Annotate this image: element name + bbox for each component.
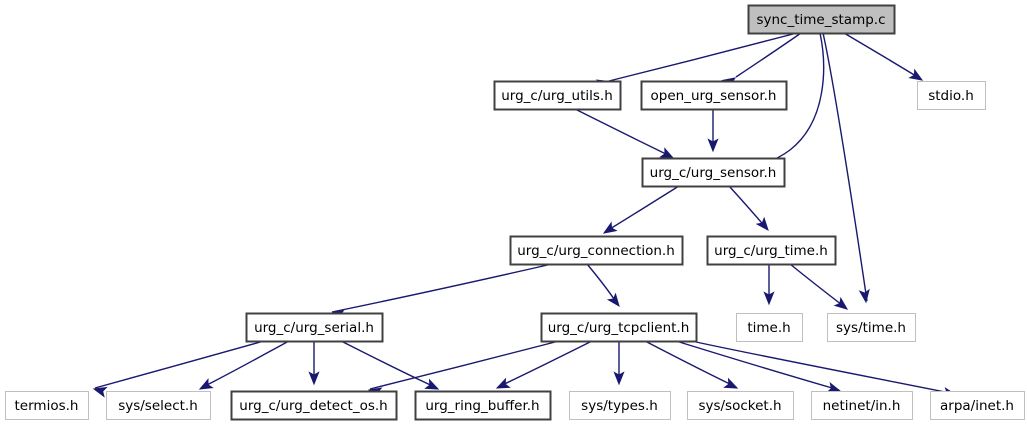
edge-urg_time_h-to-sys_time_h	[789, 263, 849, 310]
node-sys_types_h[interactable]: sys/types.h	[569, 391, 671, 420]
node-rect[interactable]	[106, 391, 211, 420]
edge-urg_tcpclient_h-to-sys_types_h	[613, 341, 625, 386]
node-arpa_inet_h[interactable]: arpa/inet.h	[930, 391, 1025, 420]
edge-urg_tcpclient_h-to-sys_socket_h	[644, 340, 739, 389]
node-termios_h[interactable]: termios.h	[5, 391, 89, 420]
edge-urg_tcpclient_h-to-arpa_inet_h	[695, 341, 958, 399]
arrowhead	[92, 386, 108, 398]
node-urg_ring_buffer_h[interactable]: urg_ring_buffer.h	[414, 390, 552, 421]
arrowhead	[755, 216, 769, 232]
node-label: open_urg_sensor.h	[651, 88, 777, 104]
arrowhead	[606, 292, 620, 308]
node-rect[interactable]	[493, 80, 622, 111]
arrowhead	[908, 68, 924, 81]
node-label: stdio.h	[928, 88, 974, 104]
node-rect[interactable]	[245, 312, 384, 343]
arrowhead	[763, 291, 775, 306]
edge-sync_time_stamp_c-to-stdio_h	[843, 32, 924, 81]
node-label: urg_c/urg_time.h	[714, 243, 828, 259]
node-layer: sync_time_stamp.c urg_c/urg_utils.h open_u…	[5, 4, 1025, 421]
arrowhead	[198, 378, 214, 390]
node-sync_time_stamp_c[interactable]: sync_time_stamp.c	[747, 4, 896, 35]
node-label: urg_c/urg_sensor.h	[650, 165, 777, 181]
edge-urg_sensor_h-to-urg_connection_h	[602, 185, 680, 234]
node-label: urg_c/urg_utils.h	[501, 88, 613, 104]
arrowhead	[833, 296, 849, 310]
node-label: urg_c/urg_detect_os.h	[239, 398, 387, 414]
arrowhead	[707, 138, 719, 153]
arrowhead	[613, 371, 625, 386]
node-label: netinet/in.h	[823, 398, 901, 414]
node-label: sync_time_stamp.c	[756, 12, 885, 28]
edge-urg_tcpclient_h-to-urg_ring_buffer_h	[495, 340, 593, 389]
node-label: urg_c/urg_connection.h	[517, 243, 675, 259]
edge-sync_time_stamp_c-to-sys_time_h	[822, 32, 870, 304]
arrowhead	[723, 377, 739, 389]
node-rect[interactable]	[569, 391, 671, 420]
arrowhead	[495, 377, 511, 389]
node-label: sys/types.h	[581, 398, 658, 414]
node-rect[interactable]	[811, 391, 913, 420]
node-label: urg_ring_buffer.h	[425, 398, 539, 414]
node-rect[interactable]	[414, 390, 552, 421]
node-sys_select_h[interactable]: sys/select.h	[106, 391, 211, 420]
node-urg_detect_os_h[interactable]: urg_c/urg_detect_os.h	[230, 390, 398, 421]
node-label: urg_c/urg_tcpclient.h	[548, 320, 690, 336]
node-urg_utils_h[interactable]: urg_c/urg_utils.h	[493, 80, 622, 111]
edge-urg_sensor_h-to-urg_time_h	[728, 185, 769, 232]
node-label: sys/socket.h	[698, 398, 781, 414]
arrowhead	[659, 147, 675, 159]
edge-urg_time_h-to-time_h	[763, 263, 775, 306]
node-label: sys/time.h	[836, 320, 906, 336]
arrowhead	[858, 288, 870, 304]
node-rect[interactable]	[540, 312, 698, 343]
node-rect[interactable]	[687, 391, 794, 420]
node-rect[interactable]	[509, 235, 684, 266]
node-label: time.h	[747, 320, 790, 336]
arrowhead	[424, 378, 440, 390]
node-time_h[interactable]: time.h	[736, 313, 803, 342]
edge-open_urg_sensor_h-to-urg_sensor_h	[707, 109, 719, 153]
node-rect[interactable]	[747, 4, 896, 35]
node-rect[interactable]	[917, 81, 986, 110]
edge-urg_serial_h-to-sys_select_h	[198, 340, 290, 390]
node-label: termios.h	[15, 398, 79, 414]
node-rect[interactable]	[230, 390, 398, 421]
node-urg_sensor_h[interactable]: urg_c/urg_sensor.h	[641, 157, 786, 188]
node-rect[interactable]	[827, 313, 916, 342]
node-rect[interactable]	[640, 80, 788, 111]
edge-urg_serial_h-to-urg_detect_os_h	[308, 341, 320, 386]
node-rect[interactable]	[930, 391, 1025, 420]
edge-urg_serial_h-to-termios_h	[92, 340, 265, 398]
node-label: sys/select.h	[118, 398, 198, 414]
edge-urg_tcpclient_h-to-netinet_in_h	[675, 340, 842, 393]
arrowhead	[602, 221, 618, 234]
edge-urg_connection_h-to-urg_tcpclient_h	[586, 263, 620, 308]
node-urg_serial_h[interactable]: urg_c/urg_serial.h	[245, 312, 384, 343]
node-urg_time_h[interactable]: urg_c/urg_time.h	[706, 235, 837, 266]
node-rect[interactable]	[706, 235, 837, 266]
edge-urg_utils_h-to-urg_sensor_h	[574, 108, 675, 159]
edge-layer	[92, 32, 958, 399]
node-netinet_in_h[interactable]: netinet/in.h	[811, 391, 913, 420]
node-rect[interactable]	[641, 157, 786, 188]
node-rect[interactable]	[736, 313, 803, 342]
arrowhead	[308, 371, 320, 386]
node-sys_time_h[interactable]: sys/time.h	[827, 313, 916, 342]
edge-sync_time_stamp_c-to-open_urg_sensor_h	[721, 32, 802, 90]
edge-sync_time_stamp_c-to-urg_utils_h	[595, 32, 798, 91]
node-sys_socket_h[interactable]: sys/socket.h	[687, 391, 794, 420]
edge-urg_connection_h-to-urg_serial_h	[329, 263, 553, 322]
node-urg_connection_h[interactable]: urg_c/urg_connection.h	[509, 235, 684, 266]
node-stdio_h[interactable]: stdio.h	[917, 81, 986, 110]
node-rect[interactable]	[5, 391, 89, 420]
node-open_urg_sensor_h[interactable]: open_urg_sensor.h	[640, 80, 788, 111]
node-label: arpa/inet.h	[940, 398, 1014, 414]
node-urg_tcpclient_h[interactable]: urg_c/urg_tcpclient.h	[540, 312, 698, 343]
edge-urg_serial_h-to-urg_ring_buffer_h	[340, 340, 440, 390]
node-label: urg_c/urg_serial.h	[254, 320, 374, 336]
